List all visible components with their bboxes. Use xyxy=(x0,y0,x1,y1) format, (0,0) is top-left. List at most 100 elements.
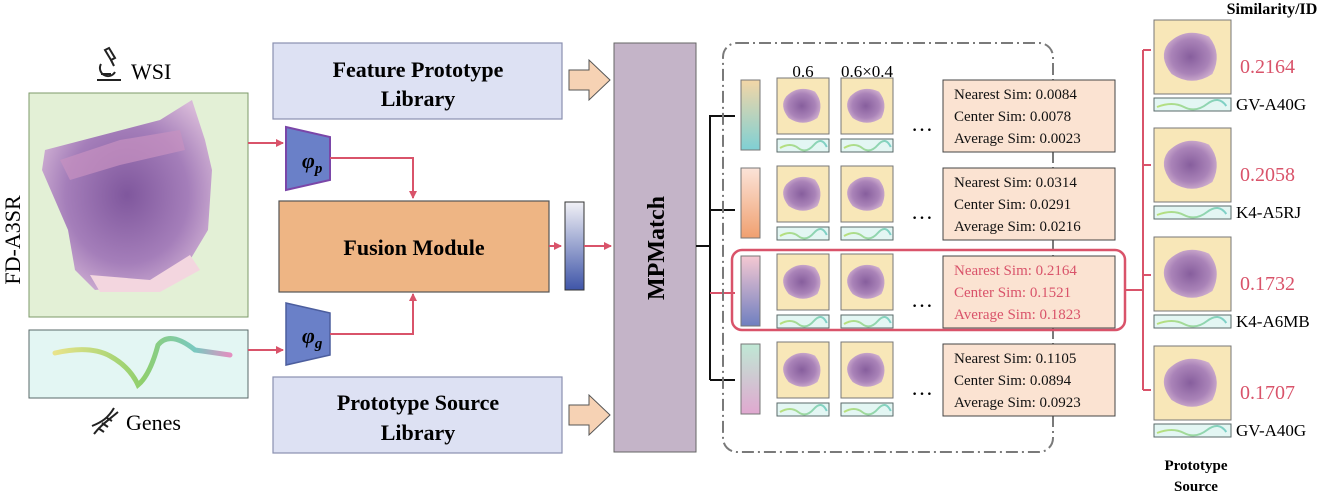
svg-text:φp: φp xyxy=(302,148,323,177)
fused-feature-vector xyxy=(564,201,585,291)
slide-id-label: FD-A3SR xyxy=(0,195,25,285)
prototype-source-library: Prototype Source Library xyxy=(272,376,563,454)
prototype-similarity: 0.1732 xyxy=(1240,273,1295,295)
tissue-thumbnail xyxy=(847,352,885,387)
gene-thumbnail xyxy=(776,138,830,153)
ellipsis: … xyxy=(911,375,933,400)
fusion-label: Fusion Module xyxy=(343,235,484,260)
svg-text:φg: φg xyxy=(302,323,323,352)
encoder-phi-g: φg xyxy=(285,302,331,366)
encoder-g-to-fusion-arrow xyxy=(330,293,417,335)
source-bracket xyxy=(1142,49,1151,391)
tissue-thumbnail xyxy=(783,352,821,387)
nearest-sim-text: Nearest Sim: 0.0084 xyxy=(954,87,1077,103)
prototype-similarity: 0.2164 xyxy=(1240,56,1295,78)
prototype-id: K4-A6MB xyxy=(1236,312,1310,331)
similarity-box xyxy=(942,255,1116,329)
fusion-module: Fusion Module xyxy=(278,200,550,293)
average-sim-text: Average Sim: 0.0923 xyxy=(954,395,1081,411)
source-library-arrow xyxy=(568,393,611,437)
ratio-label-a: 0.6 xyxy=(792,62,813,81)
gene-thumbnail xyxy=(840,226,894,241)
ellipsis: … xyxy=(911,287,933,312)
query-feature-bar xyxy=(740,343,761,415)
encoder-phi-p: φp xyxy=(285,125,331,192)
microscope-icon xyxy=(97,46,121,81)
mpmatch-module: MPMatch xyxy=(613,42,697,453)
prototype-gene-thumbnail xyxy=(1153,205,1232,220)
tissue-thumbnail xyxy=(847,88,885,123)
results-container xyxy=(722,42,1054,453)
nearest-sim-text: Nearest Sim: 0.1105 xyxy=(954,351,1076,367)
wsi-image xyxy=(28,92,249,318)
encoder-p-to-fusion-arrow xyxy=(330,157,417,199)
tissue-thumbnail xyxy=(783,176,821,211)
average-sim-text: Average Sim: 0.0216 xyxy=(954,219,1081,235)
similarity-box xyxy=(942,167,1116,241)
nearest-sim-text: Nearest Sim: 0.2164 xyxy=(954,263,1077,279)
wsi-label: WSI xyxy=(131,59,171,84)
similarity-id-header: Similarity/ID xyxy=(1227,1,1318,18)
query-feature-bar xyxy=(740,255,761,327)
prototype-tissue xyxy=(1163,32,1217,81)
prototype-gene-thumbnail xyxy=(1153,97,1232,112)
gene-thumbnail xyxy=(776,226,830,241)
center-sim-text: Center Sim: 0.0894 xyxy=(954,373,1072,389)
ellipsis: … xyxy=(911,199,933,224)
ellipsis: … xyxy=(911,111,933,136)
tissue-thumbnail xyxy=(847,176,885,211)
feature-library-line1: Feature Prototype xyxy=(333,57,504,82)
tissue-thumbnail xyxy=(783,264,821,299)
center-sim-text: Center Sim: 0.0078 xyxy=(954,109,1071,125)
gene-thumbnail xyxy=(776,314,830,329)
prototype-rows: 0.2164GV-A40G0.2058K4-A5RJ0.1732K4-A6MB0… xyxy=(1153,19,1310,440)
tissue-thumbnail xyxy=(783,88,821,123)
phi-g-subscript: g xyxy=(314,336,323,352)
phi-p-symbol: φ xyxy=(302,148,315,173)
prototype-tissue xyxy=(1163,249,1217,298)
feature-library-arrow xyxy=(568,58,611,102)
source-library-line2: Library xyxy=(381,420,456,445)
average-sim-text: Average Sim: 0.1823 xyxy=(954,307,1081,323)
prototype-similarity: 0.2058 xyxy=(1240,164,1295,186)
query-feature-bar xyxy=(740,79,761,151)
prototype-source-line2: Source xyxy=(1174,479,1218,495)
gene-thumbnail xyxy=(840,138,894,153)
prototype-id: K4-A5RJ xyxy=(1236,203,1302,222)
feature-prototype-library: Feature Prototype Library xyxy=(272,42,563,120)
prototype-similarity: 0.1707 xyxy=(1240,382,1295,404)
source-library-line1: Prototype Source xyxy=(337,390,500,415)
nearest-sim-text: Nearest Sim: 0.0314 xyxy=(954,175,1077,191)
prototype-tissue xyxy=(1163,358,1217,407)
feature-library-line2: Library xyxy=(381,86,456,111)
gene-thumbnail xyxy=(776,402,830,417)
result-bracket xyxy=(696,115,735,381)
prototype-id: GV-A40G xyxy=(1236,421,1306,440)
query-feature-bar xyxy=(740,167,761,239)
phi-g-symbol: φ xyxy=(302,323,315,348)
dna-icon xyxy=(91,407,119,435)
prototype-gene-thumbnail xyxy=(1153,314,1232,329)
prototype-gene-thumbnail xyxy=(1153,423,1232,438)
genes-label: Genes xyxy=(126,410,181,435)
genes-image xyxy=(28,329,249,399)
phi-p-subscript: p xyxy=(313,161,323,177)
mpmatch-label: MPMatch xyxy=(644,196,670,300)
tissue-thumbnail xyxy=(847,264,885,299)
average-sim-text: Average Sim: 0.0023 xyxy=(954,131,1081,147)
similarity-box xyxy=(942,79,1116,153)
gene-thumbnail xyxy=(840,402,894,417)
center-sim-text: Center Sim: 0.1521 xyxy=(954,285,1071,301)
gene-thumbnail xyxy=(840,314,894,329)
ratio-label-b: 0.6×0.4 xyxy=(841,62,894,81)
prototype-source-line1: Prototype xyxy=(1164,458,1227,474)
prototype-id: GV-A40G xyxy=(1236,95,1306,114)
